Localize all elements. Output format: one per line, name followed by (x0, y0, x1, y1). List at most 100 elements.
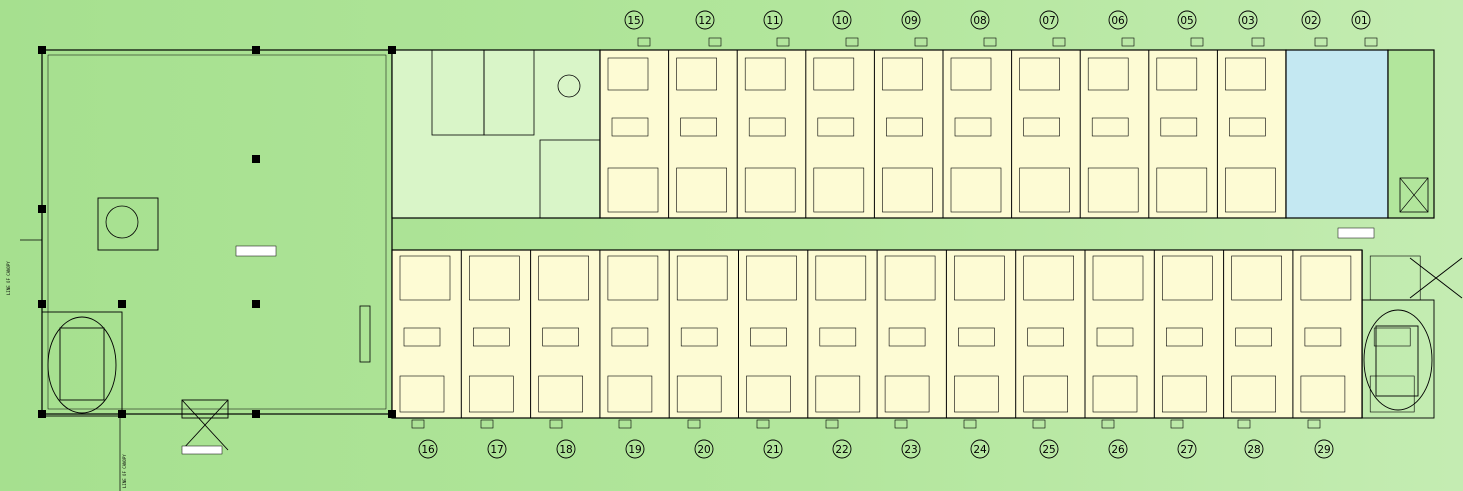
sofa (611, 117, 649, 137)
bed (1087, 57, 1129, 91)
bathroom (1087, 167, 1139, 213)
bed (399, 375, 445, 413)
bed (1092, 375, 1138, 413)
room-number-label: 21 (766, 444, 779, 456)
room-number-label: 06 (1111, 15, 1125, 27)
bed (676, 375, 722, 413)
room-number-label: 18 (559, 444, 572, 456)
bed (607, 57, 649, 91)
bed (1300, 375, 1346, 413)
sofa (542, 327, 579, 347)
bed (676, 57, 717, 91)
bathroom (538, 255, 589, 301)
room-number-label: 09 (904, 15, 917, 27)
stair-left (41, 311, 123, 417)
bed (1019, 57, 1060, 91)
sofa (958, 327, 995, 347)
room-number-badge: 22 (825, 419, 852, 459)
room-number-label: 11 (766, 15, 779, 27)
room-number-label: 10 (835, 15, 848, 27)
bathroom (1300, 255, 1352, 301)
line-of-canopy-left-label: LINE OF CANOPY (6, 261, 11, 295)
utility-core (1285, 49, 1389, 219)
sofa (1304, 327, 1342, 347)
line-of-canopy-bottom-label: LINE OF CANOPY (122, 454, 127, 488)
room-number-badge: 03 (1238, 10, 1265, 47)
bed (954, 375, 999, 413)
bed (950, 57, 992, 91)
room-number-label: 22 (835, 444, 848, 456)
bathroom (607, 255, 659, 301)
room-number-badge: 27 (1170, 419, 1197, 459)
room-number-label: 01 (1354, 15, 1367, 27)
sofa (1091, 117, 1129, 137)
room-number-label: 03 (1241, 15, 1254, 27)
bed (1162, 375, 1207, 413)
sofa (1373, 327, 1411, 347)
room-number-badge: 17 (480, 419, 507, 459)
room-number-badge: 09 (901, 10, 928, 47)
room-number-label: 16 (421, 444, 435, 456)
room-number-badge: 19 (618, 419, 645, 459)
bed (1225, 57, 1266, 91)
sofa (680, 117, 717, 137)
bed (882, 57, 923, 91)
room-number-label: 02 (1304, 15, 1317, 27)
bottom-guest-rooms (391, 250, 1421, 418)
stair-core-right (1387, 49, 1435, 219)
room-number-label: 26 (1111, 444, 1125, 456)
bed (744, 57, 786, 91)
sofa (1229, 117, 1266, 137)
bathroom (1156, 167, 1208, 213)
bathroom (1369, 255, 1421, 301)
room-number-label: 20 (697, 444, 710, 456)
bathroom (1162, 255, 1213, 301)
room-number-badge: 02 (1301, 10, 1328, 47)
bed (813, 57, 855, 91)
room-number-badge: 28 (1237, 419, 1264, 459)
bed (1156, 57, 1198, 91)
room-number-label: 27 (1180, 444, 1193, 456)
room-number-badge: 18 (549, 419, 576, 459)
room-number-badge: 23 (894, 419, 921, 459)
room-number-badge: 11 (763, 10, 790, 47)
room-number-label: 23 (904, 444, 917, 456)
sofa (1166, 327, 1203, 347)
room-number-label: 28 (1247, 444, 1260, 456)
restroom-pod (97, 197, 159, 251)
bed (538, 375, 583, 413)
sofa (817, 117, 855, 137)
sofa (1235, 327, 1272, 347)
room-number-badge: 10 (832, 10, 859, 47)
sofa (1023, 117, 1060, 137)
lobby-area (41, 49, 393, 415)
sofa (472, 327, 510, 347)
sofa (748, 117, 786, 137)
structural-columns (38, 46, 396, 418)
room-number-badge: 29 (1307, 419, 1334, 459)
bathroom (468, 255, 520, 301)
stair-right (1361, 299, 1435, 419)
room-number-label: 19 (628, 444, 641, 456)
side-door (1409, 257, 1463, 299)
bed (607, 375, 653, 413)
bed (1369, 375, 1415, 413)
bed (884, 375, 930, 413)
room-number-badge: 01 (1351, 10, 1378, 47)
room-number-badge: 15 (624, 10, 651, 47)
room-number-badge: 12 (695, 10, 722, 47)
room-number-label: 05 (1180, 15, 1193, 27)
bathroom (1225, 167, 1276, 213)
bathroom (676, 255, 728, 301)
bathroom (950, 167, 1002, 213)
bathroom (1092, 255, 1144, 301)
room-number-label: 24 (973, 444, 987, 456)
bed (1023, 375, 1069, 413)
room-number-badge: 08 (970, 10, 997, 47)
room-number-label: 15 (627, 15, 640, 27)
room-number-label: 17 (490, 444, 503, 456)
bathroom (1231, 255, 1282, 301)
top-guest-rooms (599, 50, 1276, 218)
sofa (1096, 327, 1134, 347)
